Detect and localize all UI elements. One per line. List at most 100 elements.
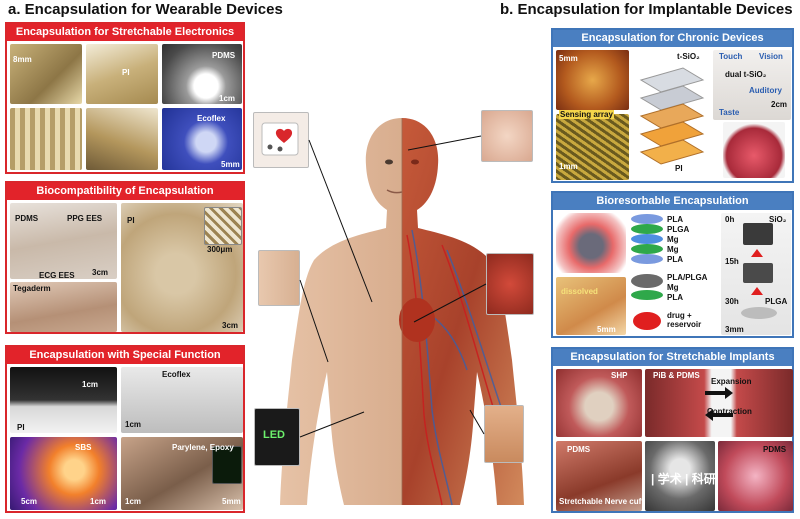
material-label: PLGA (667, 225, 690, 234)
material-label: dual t-SiO₂ (725, 70, 767, 79)
material-label: PLGA (765, 297, 788, 306)
photo-pdms-bubble (162, 44, 242, 104)
material-label: PLA/PLGA (667, 273, 708, 282)
material-label: PI (122, 68, 130, 77)
photo-shp-implant (556, 369, 642, 437)
photo-gold-grid (10, 108, 82, 170)
panel-chronic-devices: Encapsulation for Chronic Devices 5mm Se… (551, 28, 794, 183)
photo-infant-sensors (10, 203, 117, 279)
wearable-section-title: a. Encapsulation for Wearable Devices (8, 1, 283, 18)
scale-label: 1cm (125, 497, 142, 506)
photo-pib-pdms (645, 369, 793, 437)
material-label: ECG EES (39, 271, 75, 280)
state-label: dissolved (561, 287, 598, 296)
layer-stack-icon (639, 67, 705, 165)
material-label: PiB & PDMS (653, 371, 700, 380)
scale-label: 1cm (90, 497, 107, 506)
scale-label: 5mm (597, 325, 616, 334)
photo-pi-device (10, 367, 117, 433)
sense-label: Vision (759, 52, 783, 61)
material-label: PLA (667, 293, 683, 302)
material-label: Mg (667, 283, 679, 292)
photo-stretched-wires (86, 108, 158, 170)
photo-dissolution-timeline (721, 213, 791, 335)
photo-tegaderm-skin (10, 282, 117, 332)
material-label: PI (675, 164, 683, 173)
photo-inset-mesh (204, 207, 242, 245)
material-label: Sensing array (559, 110, 614, 119)
panel-stretchable-electronics: Encapsulation for Stretchable Electronic… (5, 22, 245, 174)
scale-label: 5mm (222, 497, 241, 506)
scale-label: 1cm (219, 94, 236, 103)
scale-label: 5cm (21, 497, 38, 506)
thumb-brain-implant (481, 110, 533, 162)
material-label: PDMS (212, 51, 236, 60)
photo-bioresorbable-device (556, 213, 626, 273)
panel-title: Encapsulation for Stretchable Implants (553, 349, 792, 366)
panel-bioresorbable: Bioresorbable Encapsulation PLA PLGA Mg … (551, 191, 794, 338)
material-label: PDMS (763, 445, 787, 454)
scale-label: 1cm (82, 380, 99, 389)
panel-title: Bioresorbable Encapsulation (553, 193, 792, 210)
time-label: 0h (725, 215, 735, 224)
thumb-arm-sensor (258, 250, 300, 306)
material-label: drug + reservoir (667, 311, 702, 329)
photo-brain-model (723, 122, 785, 178)
photo-ecoflex-device (162, 108, 242, 170)
sense-label: Touch (719, 52, 743, 61)
photo-dissolved-device (556, 277, 626, 335)
implantable-section-title: b. Encapsulation for Implantable Devices (500, 1, 793, 18)
scale-label: 1cm (125, 420, 142, 429)
photo-sbs-thermal (10, 437, 117, 510)
photo-sensing-array (556, 50, 629, 110)
material-label: Parylene, Epoxy (172, 443, 234, 452)
photo-pdms-implant (645, 441, 715, 511)
panel-title: Encapsulation for Stretchable Electronic… (7, 24, 243, 41)
sense-label: Taste (719, 108, 740, 117)
patch-icon (261, 122, 299, 156)
panel-stretchable-implants: Encapsulation for Stretchable Implants S… (551, 347, 794, 513)
photo-inset-led (212, 446, 242, 484)
material-label: Tegaderm (13, 284, 51, 293)
panel-title: Encapsulation with Special Function (7, 347, 243, 364)
material-label: PLA (667, 255, 683, 264)
sense-label: Auditory (749, 86, 782, 95)
photo-gold-mesh (10, 44, 82, 104)
time-label: 30h (725, 297, 739, 306)
layer-discs-diagram (629, 213, 665, 335)
scale-label: 3mm (725, 325, 744, 334)
scale-label: 5mm (559, 54, 578, 63)
state-label: Contraction (707, 407, 752, 416)
material-label: PDMS (15, 214, 39, 223)
scale-label: 8mm (13, 55, 32, 64)
material-label: PPG EES (67, 214, 103, 223)
material-label: PI (127, 216, 135, 225)
material-label: t-SiO₂ (677, 52, 700, 61)
material-label: Ecoflex (197, 114, 226, 123)
material-label: Stretchable Nerve cuff (559, 497, 644, 506)
photo-pi-wires (86, 44, 158, 104)
timeline-arrows-icon (741, 223, 777, 319)
material-label: PI (17, 423, 25, 432)
panel-special-function: Encapsulation with Special Function 1cm … (5, 345, 245, 513)
layer-stack-diagram (633, 50, 709, 180)
thumb-skin-patch (253, 112, 309, 168)
discs-icon (631, 214, 663, 330)
material-label: Mg (667, 235, 679, 244)
state-label: Expansion (711, 377, 752, 386)
panel-biocompatibility: Biocompatibility of Encapsulation PDMS P… (5, 181, 245, 334)
photo-micro-mesh (556, 114, 629, 180)
material-label: SHP (611, 371, 628, 380)
thumb-heart-implant (486, 253, 534, 315)
material-label: SiO₂ (769, 215, 787, 224)
thumb-led-device: LED (254, 408, 300, 466)
scale-label: 5mm (221, 160, 240, 169)
scale-label: 1mm (559, 162, 578, 171)
photo-sensory-devices (713, 50, 791, 120)
panel-title: Biocompatibility of Encapsulation (7, 183, 243, 200)
watermark: | 学术 | 科研 (651, 472, 716, 486)
scale-label: 2cm (771, 100, 788, 109)
led-text: LED (263, 429, 285, 441)
panel-title: Encapsulation for Chronic Devices (553, 30, 792, 47)
